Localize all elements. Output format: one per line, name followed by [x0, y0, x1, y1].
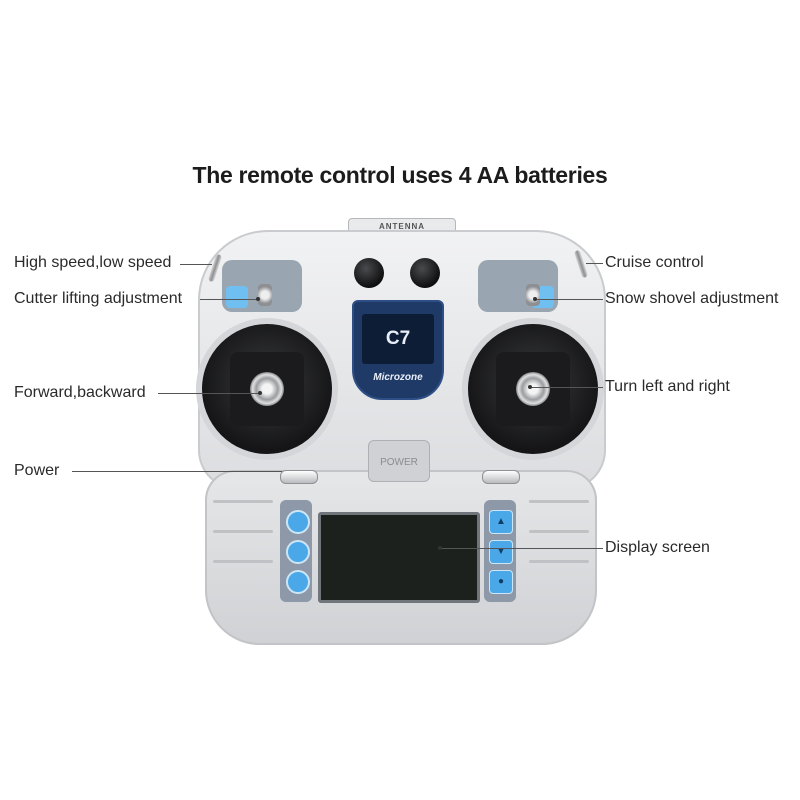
model-name: C7 — [385, 328, 411, 349]
label-snow-shovel: Snow shovel adjustment — [605, 290, 779, 307]
brand-name: Microzone — [373, 372, 423, 383]
left-button-panel — [280, 500, 312, 602]
leader-line — [536, 299, 603, 300]
right-switch-pad — [478, 260, 558, 312]
lock-button[interactable]: ● — [489, 570, 513, 594]
grip-rib — [529, 500, 589, 503]
left-panel-button-3[interactable] — [286, 570, 310, 594]
right-stick[interactable] — [516, 372, 550, 406]
cutter-lift-switch[interactable] — [258, 284, 272, 306]
right-top-knob[interactable] — [410, 258, 440, 288]
label-high-low-speed: High speed,low speed — [14, 254, 172, 271]
label-cutter-lifting: Cutter lifting adjustment — [14, 290, 183, 307]
leader-dot — [528, 385, 532, 389]
leader-line — [530, 387, 603, 388]
brand-panel: C7 Microzone — [352, 300, 444, 400]
leader-dot — [533, 297, 537, 301]
display-screen — [318, 512, 480, 603]
snow-shovel-switch[interactable] — [526, 284, 540, 306]
left-top-knob[interactable] — [354, 258, 384, 288]
leader-line — [180, 264, 212, 265]
right-gimbal[interactable] — [462, 318, 604, 460]
grip-rib — [213, 500, 273, 503]
left-trim-slider[interactable] — [280, 470, 318, 484]
leader-line — [158, 393, 260, 394]
leader-line — [72, 471, 282, 472]
down-arrow-button[interactable]: ▼ — [489, 540, 513, 564]
right-trim-slider[interactable] — [482, 470, 520, 484]
up-arrow-button[interactable]: ▲ — [489, 510, 513, 534]
status-screen — [362, 314, 434, 364]
grip-rib — [213, 530, 273, 533]
power-button[interactable]: POWER — [368, 440, 430, 482]
page-title: The remote control uses 4 AA batteries — [192, 162, 608, 188]
right-button-panel: ▲ ▼ ● — [484, 500, 516, 602]
leader-line — [200, 299, 258, 300]
label-turn: Turn left and right — [605, 378, 730, 395]
left-gimbal[interactable] — [196, 318, 338, 460]
leader-line — [586, 263, 603, 264]
left-stick[interactable] — [250, 372, 284, 406]
label-power: Power — [14, 462, 60, 479]
label-cruise-control: Cruise control — [605, 254, 704, 271]
grip-rib — [529, 560, 589, 563]
leader-line — [440, 548, 603, 549]
label-forward-backward: Forward,backward — [14, 384, 146, 401]
left-panel-button-1[interactable] — [286, 510, 310, 534]
leader-dot — [438, 546, 442, 550]
grip-rib — [529, 530, 589, 533]
grip-rib — [213, 560, 273, 563]
leader-dot — [256, 297, 260, 301]
label-display-screen: Display screen — [605, 539, 710, 556]
leader-dot — [258, 391, 262, 395]
left-panel-button-2[interactable] — [286, 540, 310, 564]
